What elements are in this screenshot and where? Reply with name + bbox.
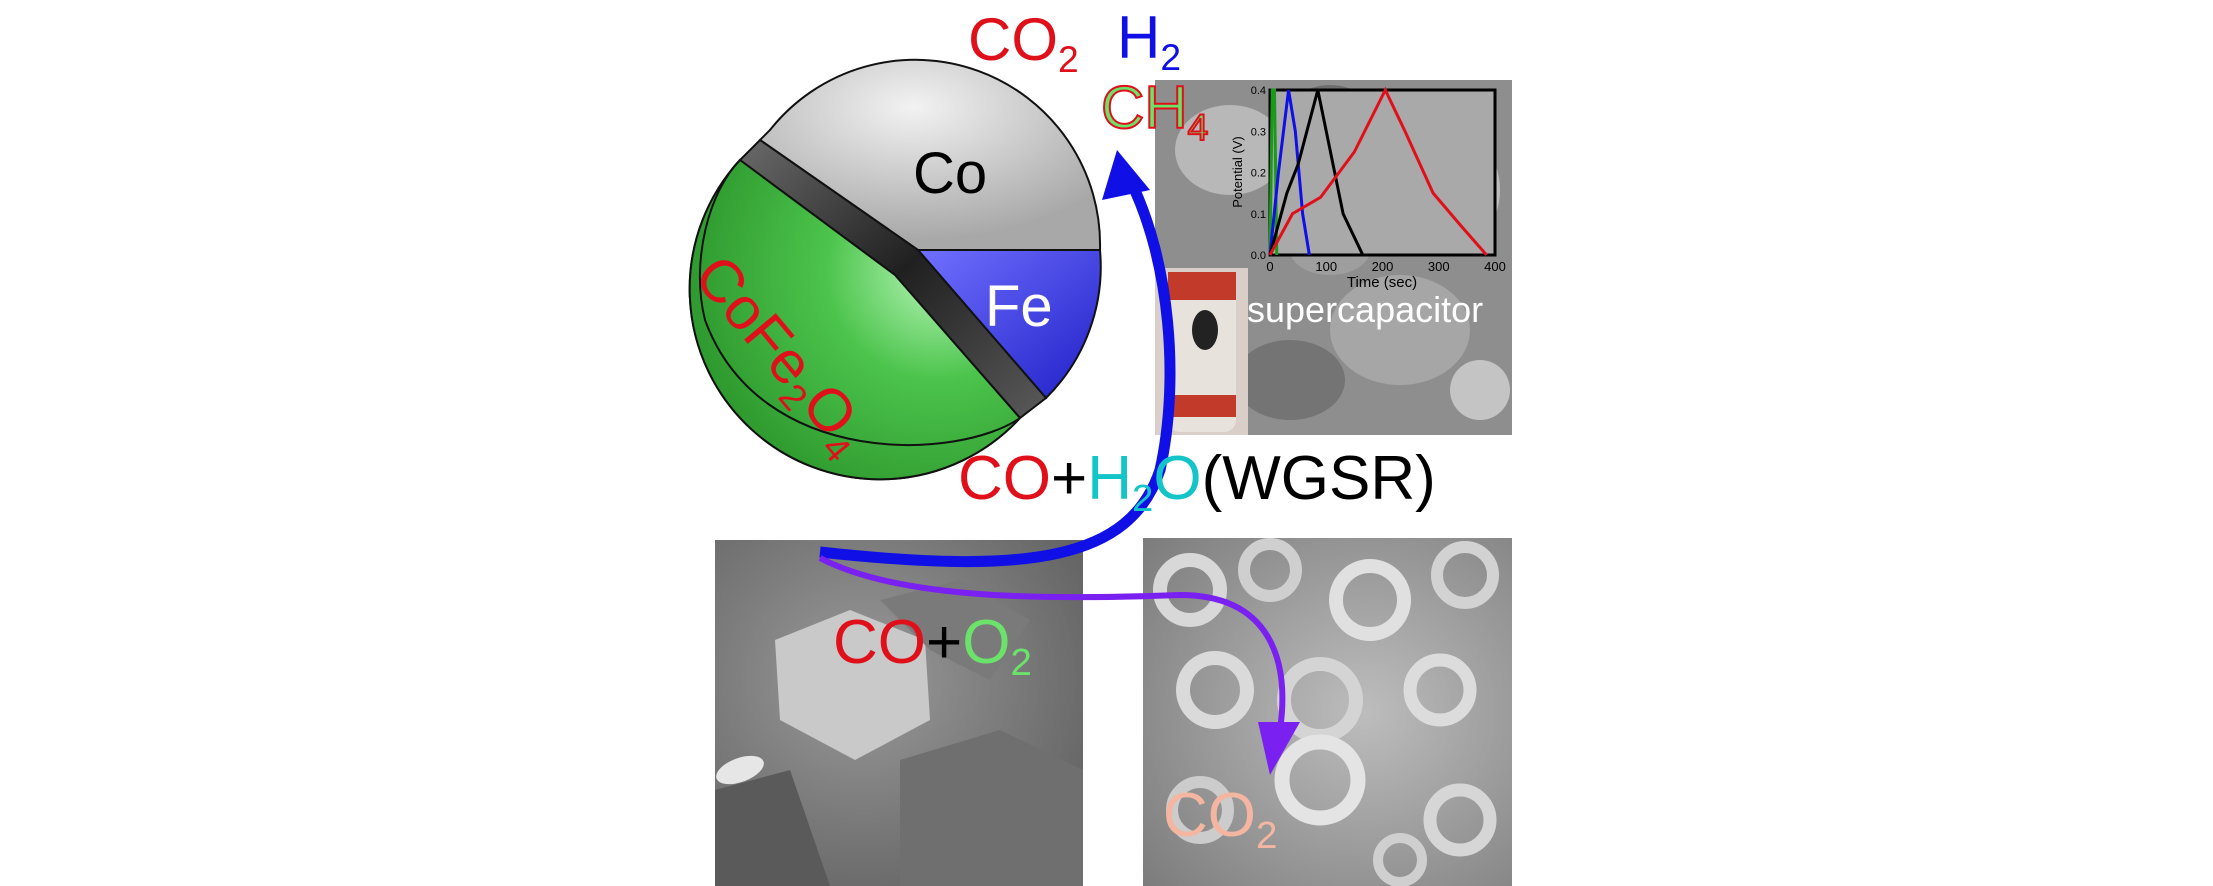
product-h2: H2 bbox=[1117, 4, 1182, 78]
chart-x-tick-label: 100 bbox=[1315, 259, 1337, 274]
chart-x-tick-label: 0 bbox=[1266, 259, 1273, 274]
chart-xlabel: Time (sec) bbox=[1347, 274, 1417, 291]
oxidation-arrowhead bbox=[1258, 722, 1300, 775]
wgsr-equation: CO+H2O(WGSR) bbox=[958, 444, 1436, 521]
co-segment bbox=[758, 58, 1102, 251]
wgsr-arrow bbox=[819, 177, 1176, 568]
fe-label: Fe bbox=[985, 274, 1053, 339]
wgsr-arrowhead bbox=[1102, 150, 1150, 200]
chart-y-tick-label: 0.1 bbox=[1251, 209, 1266, 221]
chart-ylabel: Potential (V) bbox=[1230, 136, 1245, 208]
product-co2: CO2 bbox=[968, 6, 1079, 80]
chart-y-tick-label: 0.3 bbox=[1251, 126, 1266, 138]
sem-image-bottom-left bbox=[715, 540, 1083, 886]
chart-y-tick-label: 0.4 bbox=[1251, 85, 1266, 97]
supercapacitor-label: supercapacitor bbox=[1247, 289, 1484, 330]
chart-series-line-1 bbox=[1268, 88, 1279, 256]
chart-series-line-3 bbox=[1268, 89, 1365, 256]
oxidation-product-co2: CO2 bbox=[1163, 781, 1278, 858]
chart-x-tick-label: 400 bbox=[1484, 259, 1506, 274]
core-shell-particle bbox=[688, 58, 1102, 481]
product-ch4: CH4 bbox=[1100, 74, 1209, 148]
chart-y-tick-label: 0.0 bbox=[1251, 250, 1266, 262]
fe-segment bbox=[915, 249, 1102, 400]
chart-x-tick-label: 200 bbox=[1372, 259, 1394, 274]
oxidation-arrow bbox=[818, 555, 1286, 731]
chart-y-tick-label: 0.2 bbox=[1251, 168, 1266, 180]
chart-series-line-2 bbox=[1268, 89, 1311, 256]
co-label: Co bbox=[913, 141, 988, 206]
chart-x-tick-label: 300 bbox=[1428, 259, 1450, 274]
chart-plot-area bbox=[1268, 88, 1497, 257]
chart-series-line-4 bbox=[1268, 86, 1488, 256]
oxidation-equation: CO+O2 bbox=[833, 608, 1032, 685]
